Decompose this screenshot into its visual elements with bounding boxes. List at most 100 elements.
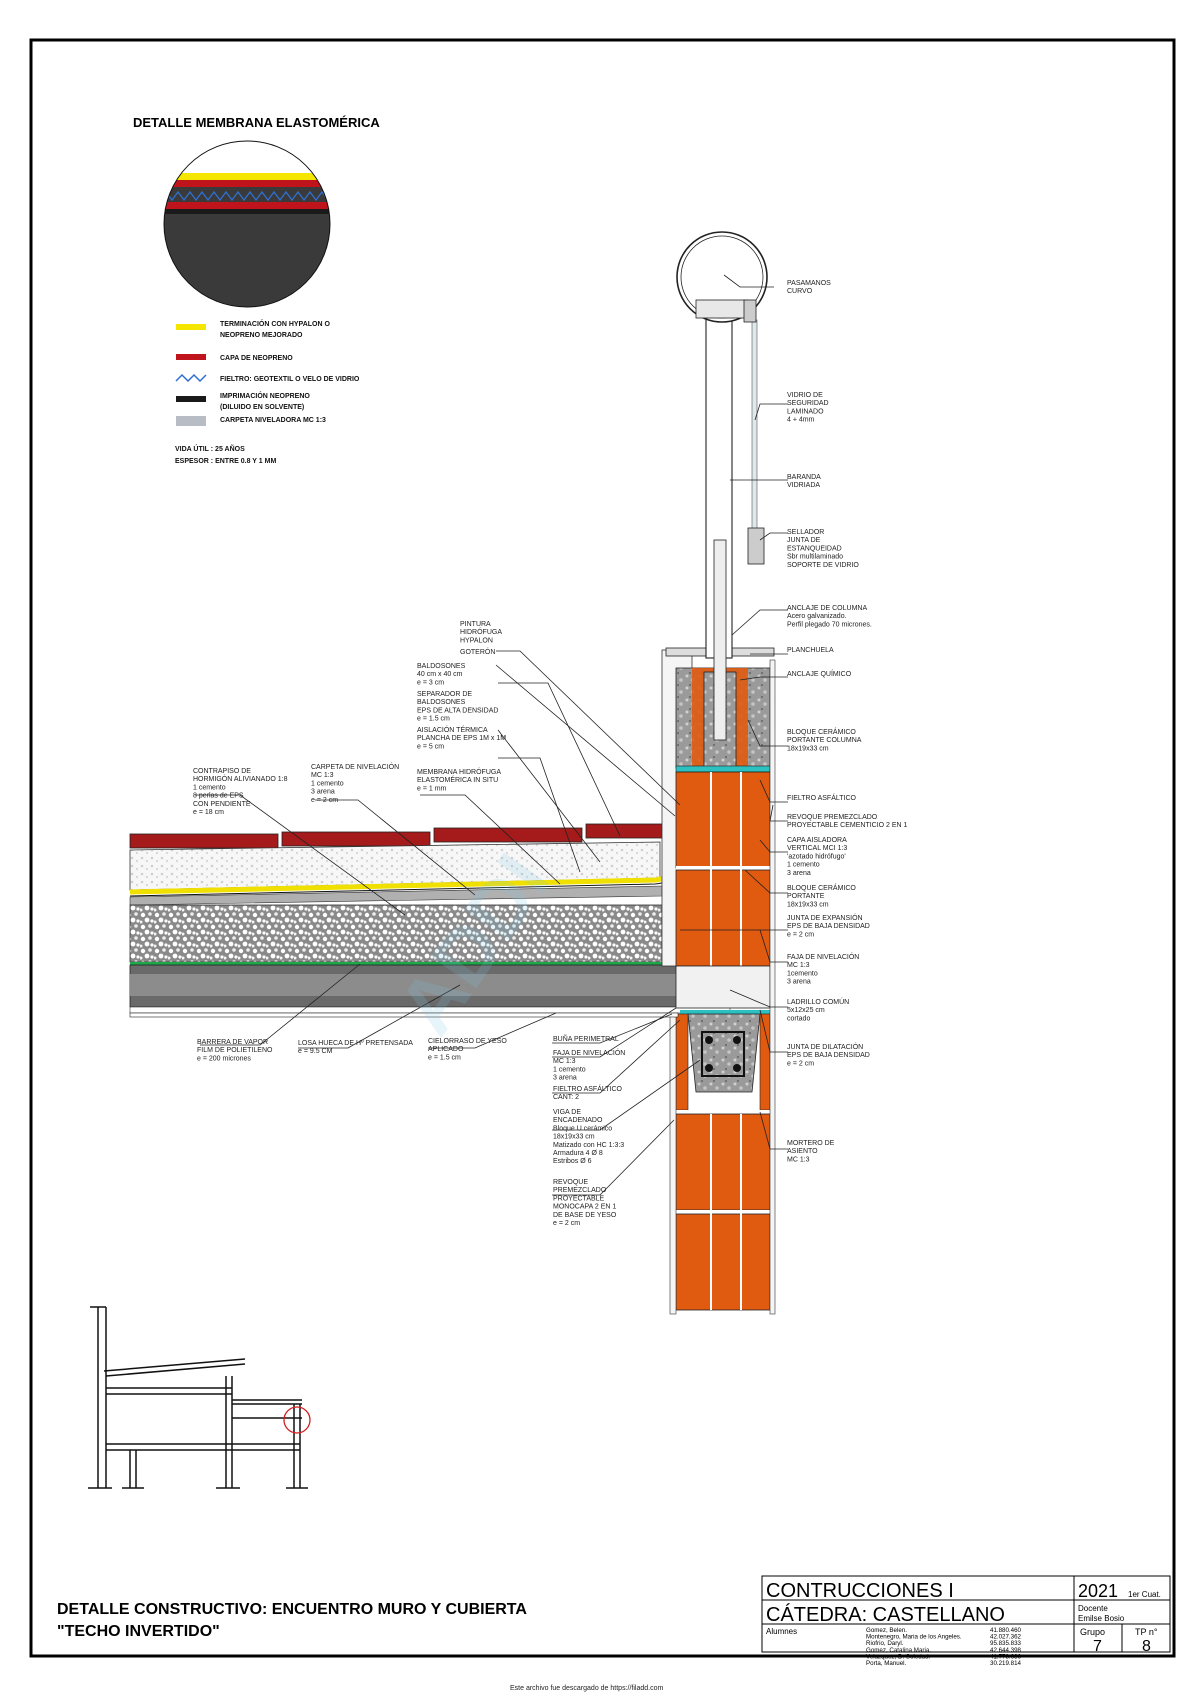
ceramic-block	[675, 771, 771, 869]
label-separador-3: e = 1.5 cm	[417, 716, 450, 723]
legend-swatch-0	[176, 324, 206, 330]
label-sellador-2: ESTANQUEIDAD	[787, 545, 842, 552]
label-sellador-1: JUNTA DE	[787, 537, 821, 544]
label-sellador-3: Sbr multilaminado	[787, 554, 843, 561]
label-fieltro-0: FIELTRO ASFÁLTICO	[787, 793, 857, 802]
label-barrera-1: FILM DE POLIETILENO	[197, 1047, 273, 1054]
chain-beam	[687, 1013, 761, 1093]
label-contrapiso-2: 1 cemento	[193, 784, 226, 791]
label-aislacion-2: e = 5 cm	[417, 743, 444, 750]
label-ladrillo-0: LADRILLO COMÚN	[787, 997, 849, 1006]
label-junta-exp-1: EPS DE BAJA DENSIDAD	[787, 923, 870, 930]
label-carpeta-0: CARPETA DE NIVELACIÓN	[311, 762, 399, 771]
label-revoque-pre-0: REVOQUE PREMEZCLADO	[787, 814, 878, 821]
label-baranda-1: VIDRIADA	[787, 482, 820, 489]
label-anclaje-col-1: Acero galvanizado.	[787, 613, 847, 620]
label-carpeta-1: MC 1:3	[311, 772, 334, 779]
label-membrana-2: e = 1 mm	[417, 785, 447, 792]
label-sellador-0: SELLADOR	[787, 529, 824, 536]
label-contrapiso-3: 8 perlas de EPS	[193, 793, 244, 800]
legend-label-1: CAPA DE NEOPRENO	[220, 355, 293, 362]
label-viga-4: Matizado con HC 1:3:3	[553, 1142, 624, 1149]
label-baldosones-2: e = 3 cm	[417, 679, 444, 686]
label-vidrio-2: LAMINADO	[787, 408, 824, 415]
label-cielorraso-1: APLICADO	[428, 1046, 464, 1053]
membrane-thickness: ESPESOR : ENTRE 0.8 Y 1 MM	[175, 458, 276, 465]
vapor-barrier	[130, 962, 690, 965]
drawing-subtitle: "TECHO INVERTIDO"	[57, 1623, 220, 1640]
common-brick	[675, 965, 771, 1009]
label-bloque-col-2: 18x19x33 cm	[787, 745, 829, 752]
student-id: 42.027.362	[990, 1634, 1022, 1641]
label-separador-1: BALDOSONES	[417, 699, 466, 706]
label-vidrio-3: 4 + 4mm	[787, 417, 815, 424]
label-cielorraso-2: e = 1.5 cm	[428, 1054, 461, 1061]
label-membrana-1: ELASTOMÉRICA IN SITU	[417, 775, 498, 784]
student-id: 41.778.636	[990, 1653, 1022, 1660]
detail-marker-circle	[283, 1406, 311, 1434]
drawing-title: DETALLE CONSTRUCTIVO: ENCUENTRO MURO Y C…	[57, 1601, 527, 1618]
label-revoque-left-2: PROYECTABLE	[553, 1195, 605, 1202]
label-faja-left-1: MC 1:3	[553, 1058, 576, 1065]
sheet-border	[29, 38, 1176, 1658]
annotation-labels: PINTURAHIDRÓFUGAHYPALONGOTERÓNBALDOSONES…	[193, 280, 908, 1227]
membrane-legend: TERMINACIÓN CON HYPALON O NEOPRENO MEJORA…	[175, 319, 360, 426]
label-capa-aisl-4: 3 arena	[787, 870, 811, 877]
label-bloque-col-1: PORTANTE COLUMNA	[787, 737, 862, 744]
label-pasamanos-0: PASAMANOS	[787, 280, 831, 287]
label-revoque-left-1: PREMEZCLADO	[553, 1187, 607, 1194]
label-viga-1: ENCADENADO	[553, 1117, 603, 1124]
label-planchuela-0: PLANCHUELA	[787, 647, 834, 654]
label-pintura-0: PINTURA	[460, 621, 491, 628]
label-separador-2: EPS DE ALTA DENSIDAD	[417, 707, 498, 714]
label-revoque-left-4: DE BASE DE YESO	[553, 1212, 617, 1219]
title-block	[761, 1575, 1171, 1653]
label-anclaje-col-0: ANCLAJE DE COLUMNA	[787, 605, 867, 612]
label-revoque-left-5: e = 2 cm	[553, 1220, 580, 1227]
label-faja-niv-3: 3 arena	[787, 979, 811, 986]
label-losa-1: e = 9.5 CM	[298, 1048, 333, 1055]
legend-swatch-3	[176, 396, 206, 402]
label-fieltro-left-0: FIELTRO ASFÁLTICO	[553, 1084, 623, 1093]
label-junta-dil-2: e = 2 cm	[787, 1060, 814, 1067]
label-fieltro-left-1: CANT: 2	[553, 1094, 579, 1101]
label-goteron-0: GOTERÓN	[460, 647, 495, 656]
term: 1er Cuat.	[1128, 1590, 1161, 1599]
student-id: 42.644.398	[990, 1647, 1022, 1654]
course-name: CONTRUCCIONES I	[766, 1580, 954, 1602]
label-ladrillo-1: 5x12x25 cm	[787, 1007, 825, 1014]
chair-name: CÁTEDRA: CASTELLANO	[766, 1603, 1005, 1626]
group-number: 7	[1093, 1638, 1102, 1655]
legend-label-3-b: (DILUIDO EN SOLVENTE)	[220, 404, 304, 411]
label-buna-0: BUÑA PERIMETRAL	[553, 1034, 619, 1043]
section-drawing	[129, 231, 776, 1315]
label-baldosones-0: BALDOSONES	[417, 663, 466, 670]
legend-label-0-b: NEOPRENO MEJORADO	[220, 332, 303, 339]
label-faja-left-3: 3 arena	[553, 1075, 577, 1082]
label-separador-0: SEPARADOR DE	[417, 691, 472, 698]
leader-lines	[195, 274, 788, 1196]
label-capa-aisl-0: CAPA AISLADORA	[787, 837, 847, 844]
student-name: Montenegro, Maria de los Angeles.	[866, 1634, 962, 1641]
membrane-detail: DETALLE MEMBRANA ELASTOMÉRICA TERMINACIÓ…	[133, 115, 380, 465]
handrail	[676, 231, 768, 323]
laminated-glass	[751, 319, 758, 553]
legend-swatch-4	[176, 416, 206, 426]
membrane-title: DETALLE MEMBRANA ELASTOMÉRICA	[133, 115, 380, 130]
label-revoque-left-3: MONOCAPA 2 EN 1	[553, 1204, 616, 1211]
label-viga-5: Armadura 4 Ø 8	[553, 1150, 603, 1157]
legend-swatch-2	[175, 373, 207, 383]
label-vidrio-1: SEGURIDAD	[787, 400, 829, 407]
label-losa-0: LOSA HUECA DE Hº PRETENSADA	[298, 1040, 413, 1047]
label-viga-6: Estribos Ø 6	[553, 1158, 592, 1165]
label-viga-3: 18x19x33 cm	[553, 1134, 595, 1141]
legend-label-0: TERMINACIÓN CON HYPALON O	[220, 319, 330, 328]
docente-name: Emilse Bosio	[1078, 1614, 1125, 1623]
student-id: 41.880.460	[990, 1627, 1022, 1634]
label-vidrio-0: VIDRIO DE	[787, 392, 823, 399]
label-viga-2: Bloque U cerámico	[553, 1125, 612, 1132]
legend-label-4: CARPETA NIVELADORA MC 1:3	[220, 417, 326, 424]
label-contrapiso-4: CON PENDIENTE	[193, 801, 251, 808]
wall	[661, 647, 776, 1315]
